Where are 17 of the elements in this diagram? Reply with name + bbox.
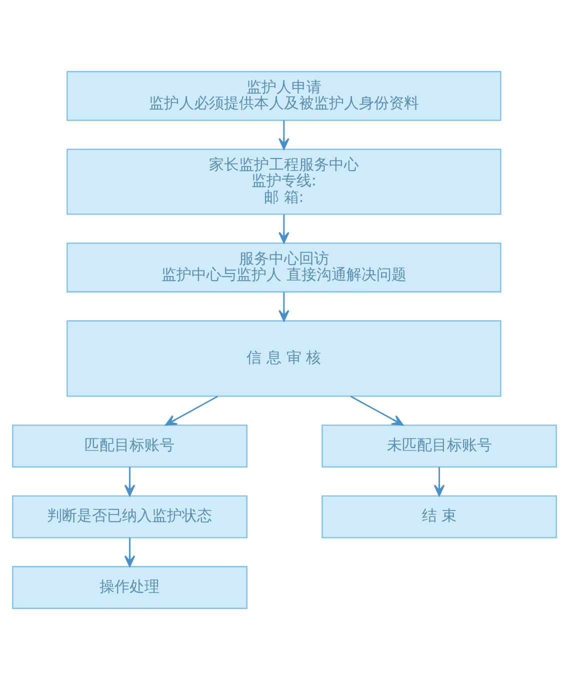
node-box: 监护人申请 监护人必须提供本人及被监护人身份资料 — [66, 70, 502, 120]
arrow — [165, 395, 218, 426]
node-box: 匹配目标账号 — [12, 424, 248, 468]
node-box: 未匹配目标账号 — [322, 424, 557, 468]
arrow — [124, 537, 136, 567]
node-box: 操作处理 — [12, 566, 248, 608]
node-box: 结 束 — [322, 494, 557, 538]
node-box: 信 息 审 核 — [66, 320, 502, 396]
arrow — [124, 466, 136, 496]
arrow — [278, 214, 290, 244]
node-box: 判断是否已纳入监护状态 — [12, 494, 248, 538]
arrow — [350, 395, 404, 426]
arrow — [278, 120, 290, 150]
arrow — [278, 292, 290, 322]
arrow — [434, 466, 445, 496]
node-box: 服务中心回访 监护中心与监护人 直接沟通解决问题 — [66, 242, 502, 292]
node-box: 家长监护工程服务中心 监护专线: 邮 箱: — [66, 148, 502, 214]
